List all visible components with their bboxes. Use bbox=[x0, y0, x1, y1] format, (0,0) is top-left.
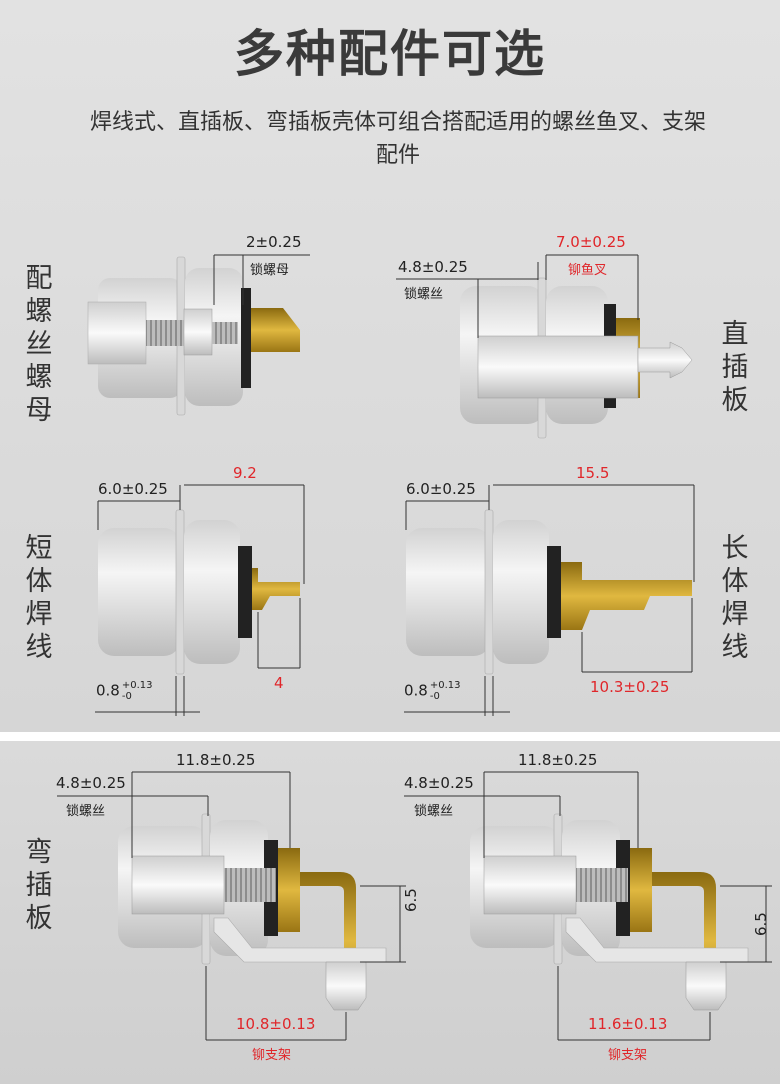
dim-short-pin: 4 bbox=[274, 674, 284, 692]
dim-long-left: 6.0±0.25 bbox=[406, 480, 476, 498]
fig-short bbox=[98, 509, 300, 675]
label-straight: 直插板 bbox=[721, 319, 749, 416]
dim-long-right: 15.5 bbox=[576, 464, 610, 482]
label-short: 短体焊线 bbox=[25, 533, 53, 663]
fig-long bbox=[406, 509, 692, 675]
note-straight-right: 铆鱼叉 bbox=[568, 263, 608, 278]
dim-long-pin: 10.3±0.25 bbox=[590, 678, 670, 696]
note-bent-a-bottom: 铆支架 bbox=[252, 1048, 292, 1063]
thk-long: 0.8+0.13-0 bbox=[404, 680, 461, 702]
dim-straight-right: 7.0±0.25 bbox=[556, 233, 626, 251]
note-nut: 锁螺母 bbox=[250, 263, 290, 278]
dimension-lines bbox=[57, 254, 772, 1041]
thk-short-minus: -0 bbox=[121, 691, 132, 702]
fig-straight bbox=[460, 277, 693, 439]
thk-long-plus: +0.13 bbox=[429, 680, 461, 691]
dim-straight-left: 4.8±0.25 bbox=[398, 258, 468, 276]
dim-bent-a-bottom: 10.8±0.13 bbox=[236, 1015, 316, 1033]
label-nut: 配螺丝螺母 bbox=[25, 263, 53, 426]
dim-bent-b-left: 4.8±0.25 bbox=[404, 774, 474, 792]
note-bent-a-left: 锁螺丝 bbox=[66, 804, 106, 819]
thk-short-base: 0.8 bbox=[96, 681, 120, 700]
thk-short: 0.8+0.13-0 bbox=[96, 680, 153, 702]
label-bent: 弯插板 bbox=[25, 837, 53, 934]
dim-bent-a-side: 6.5 bbox=[402, 888, 420, 912]
dim-bent-a-top: 11.8±0.25 bbox=[176, 751, 256, 769]
note-bent-b-bottom: 铆支架 bbox=[608, 1048, 648, 1063]
dim-bent-a-left: 4.8±0.25 bbox=[56, 774, 126, 792]
page-subtitle: 焊线式、直插板、弯插板壳体可组合搭配适用的螺丝鱼叉、支架配件 bbox=[89, 110, 706, 168]
dim-short-left: 6.0±0.25 bbox=[98, 480, 168, 498]
dim-nut: 2±0.25 bbox=[246, 233, 302, 251]
dim-bent-b-bottom: 11.6±0.13 bbox=[588, 1015, 668, 1033]
thk-long-base: 0.8 bbox=[404, 681, 428, 700]
label-long: 长体焊线 bbox=[721, 533, 749, 663]
note-straight-left: 锁螺丝 bbox=[404, 287, 444, 302]
fig-nut bbox=[87, 256, 300, 416]
thk-long-minus: -0 bbox=[429, 691, 440, 702]
fig-bent-a bbox=[118, 813, 387, 1011]
note-bent-b-left: 锁螺丝 bbox=[414, 804, 454, 819]
page-title: 多种配件可选 bbox=[234, 25, 546, 83]
dim-short-right: 9.2 bbox=[233, 464, 257, 482]
dim-bent-b-side: 6.5 bbox=[752, 912, 770, 936]
thk-short-plus: +0.13 bbox=[121, 680, 153, 691]
dim-bent-b-top: 11.8±0.25 bbox=[518, 751, 598, 769]
fig-bent-b bbox=[470, 813, 749, 1011]
